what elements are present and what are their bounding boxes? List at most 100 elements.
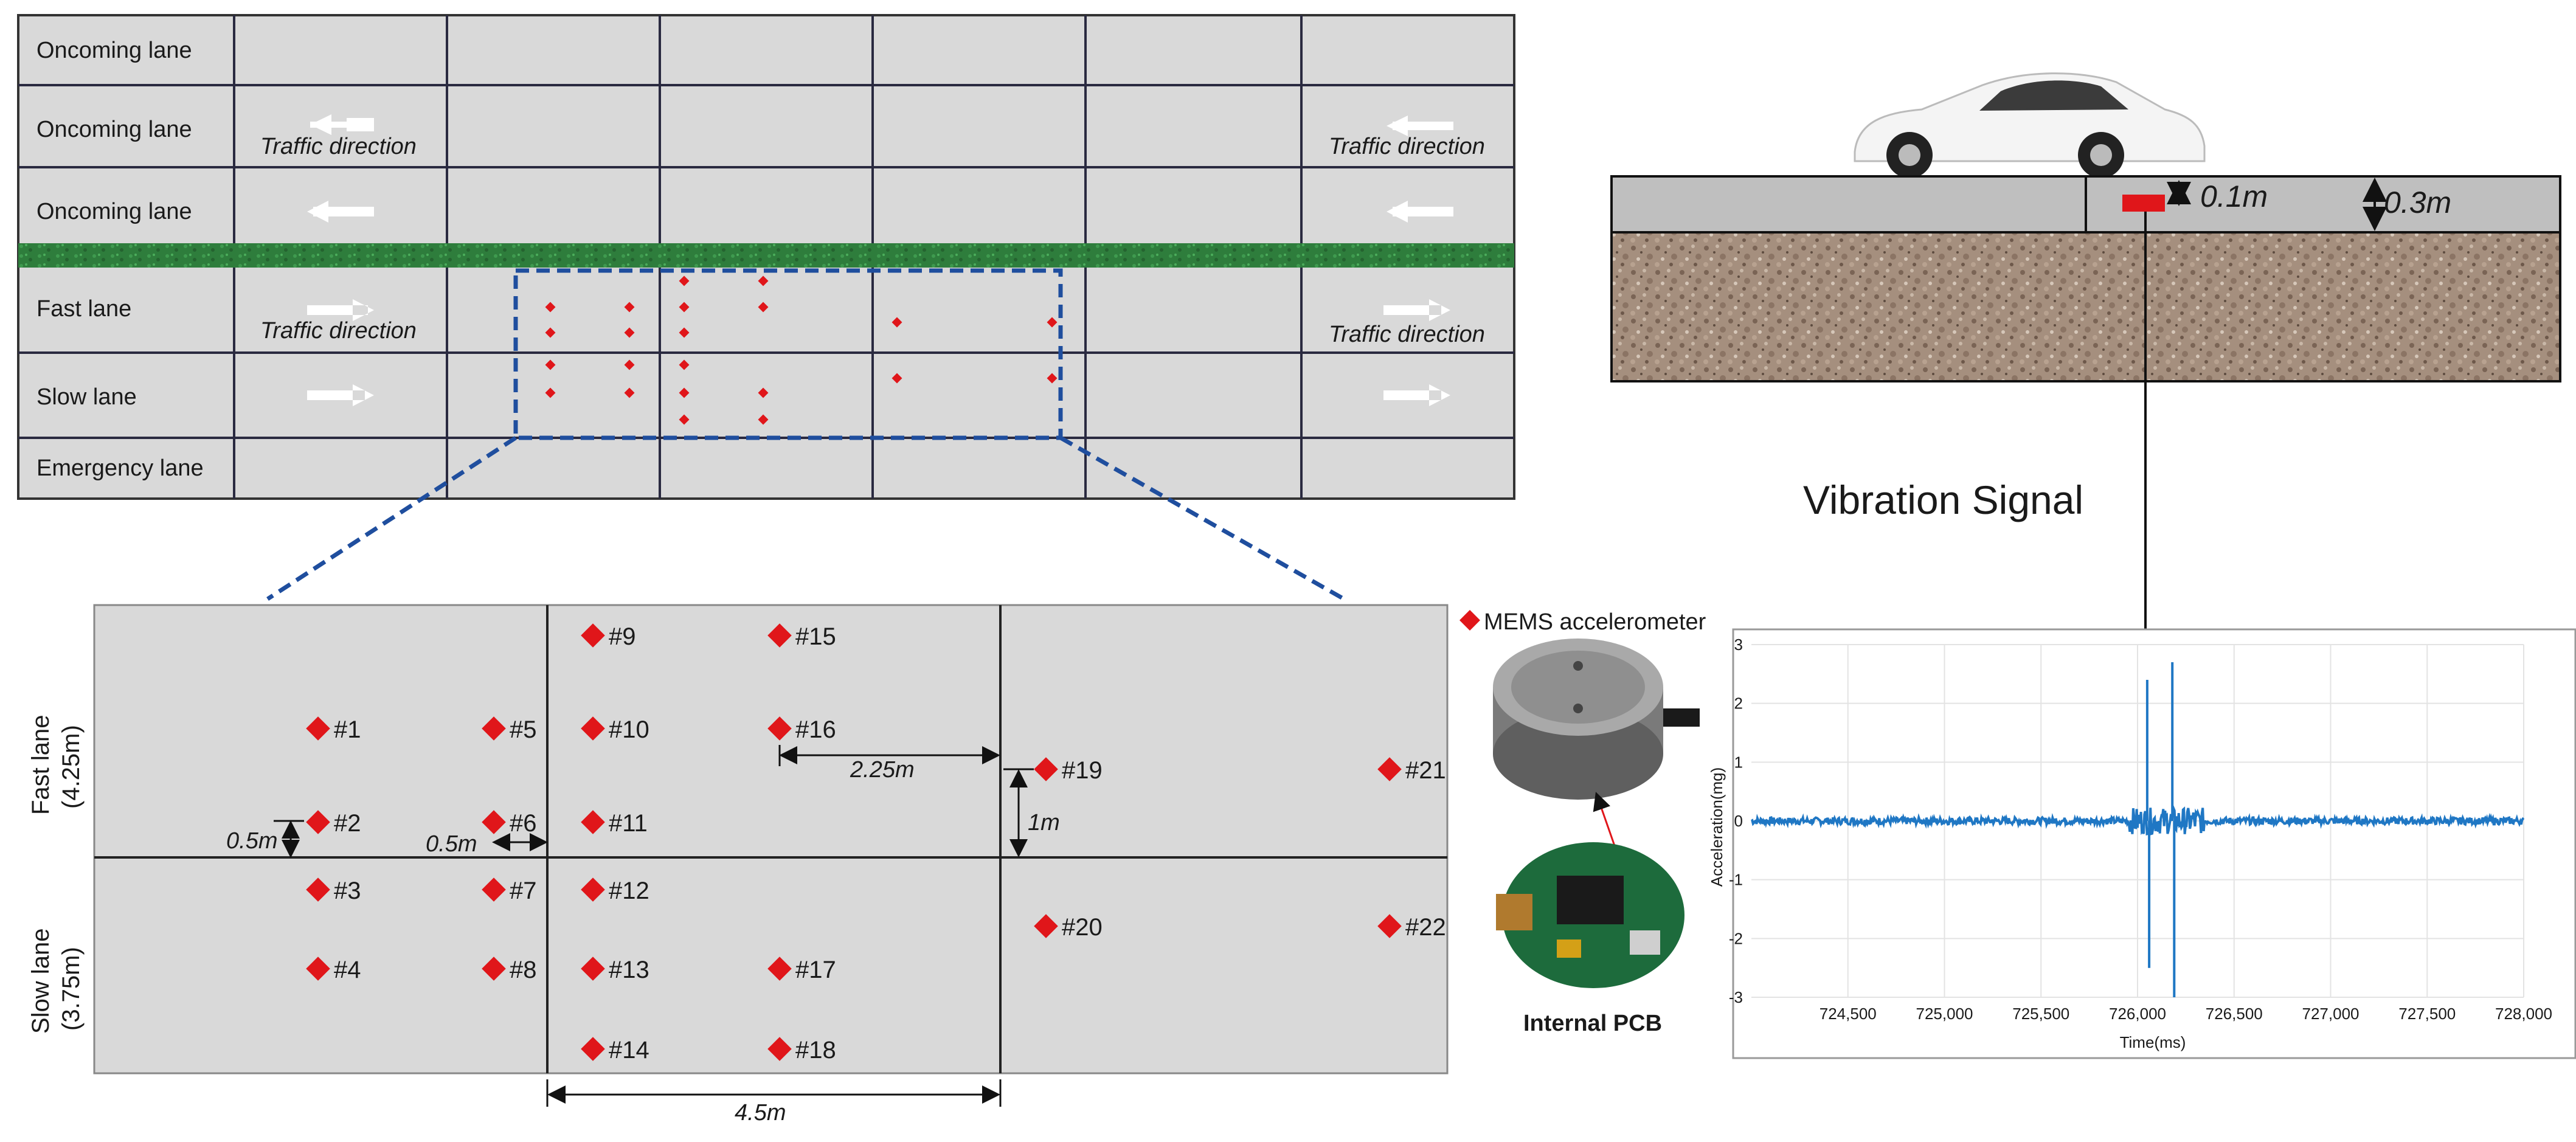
sensor-6: #6 — [482, 810, 537, 837]
pavement-cross-section: 0.1m 0.3m Vibration Signal — [1610, 72, 2561, 629]
sensor-20: #20 — [1034, 914, 1103, 941]
sensor-marker — [482, 877, 506, 902]
arrow-left-icon — [310, 114, 374, 135]
sensor-label: #2 — [334, 810, 361, 837]
x-tick-label: 728,000 — [2495, 1005, 2552, 1023]
sensor-21: #21 — [1377, 757, 1446, 784]
slow-lane-label: Slow lane — [27, 929, 54, 1034]
x-tick-label: 725,500 — [2012, 1005, 2069, 1023]
sensor-9: #9 — [581, 623, 636, 650]
sensor-22: #22 — [1377, 914, 1446, 941]
traffic-direction-label: Traffic direction — [260, 318, 417, 344]
detail-background — [93, 604, 1449, 1075]
dim-1m: 1m — [1028, 810, 1060, 836]
sensor-label: #18 — [795, 1037, 836, 1064]
arrow-right-icon — [307, 299, 374, 321]
subgrade-layer — [1610, 231, 2561, 382]
traffic-direction-label: Traffic direction — [1329, 134, 1485, 159]
sensor-marker — [1034, 757, 1058, 781]
sensor-label: #10 — [609, 716, 649, 743]
sensor-16: #16 — [767, 716, 836, 743]
sensor-10: #10 — [581, 716, 649, 743]
sensor-2: #2 — [306, 810, 361, 837]
dim-2-25m: 2.25m — [850, 757, 915, 783]
sensor-label: #13 — [609, 957, 649, 983]
x-tick-label: 724,500 — [1819, 1005, 1877, 1023]
sensor-label: #12 — [609, 877, 649, 904]
fast-lane-width: (4.25m) — [58, 725, 85, 809]
sensor-marker — [1377, 914, 1402, 938]
sensor-14: #14 — [581, 1037, 649, 1064]
lane-label-oncoming-1: Oncoming lane — [36, 38, 192, 63]
sensor-13: #13 — [581, 957, 649, 983]
x-tick-label: 727,000 — [2302, 1005, 2360, 1023]
median-strip — [18, 243, 1514, 268]
sensor-18: #18 — [767, 1037, 836, 1064]
sensor-marker — [482, 957, 506, 981]
traffic-direction-label: Traffic direction — [1329, 322, 1485, 347]
depth-total-label: 0.3m — [2384, 185, 2451, 220]
legend-sensor-marker — [1459, 610, 1480, 631]
traffic-direction-label: Traffic direction — [260, 134, 417, 159]
sensor-label: #8 — [510, 957, 537, 983]
sensor-marker — [1377, 757, 1402, 781]
sensor-label: #5 — [510, 716, 537, 743]
sensor-label: #4 — [334, 957, 361, 983]
zoom-connector-right — [1059, 435, 1345, 601]
road-plan: Oncoming lane Oncoming lane Oncoming lan… — [17, 14, 1515, 500]
y-tick-label: 2 — [1734, 694, 1743, 713]
dim-4-5m: 4.5m — [735, 1100, 786, 1126]
y-tick-label: 0 — [1734, 812, 1743, 830]
sensor-marker — [581, 716, 605, 741]
sensor-marker — [306, 716, 330, 741]
y-tick-label: -1 — [1729, 871, 1743, 889]
chart-frame — [1732, 628, 2576, 1059]
dim-0-5m-horizontal: 0.5m — [426, 831, 477, 857]
sensor-label: #3 — [334, 877, 361, 904]
arrow-right-icon — [307, 384, 374, 406]
arrow-right-icon — [1383, 299, 1450, 321]
sensor-4: #4 — [306, 957, 361, 983]
sensor-label: #7 — [510, 877, 537, 904]
sensor-marker — [482, 810, 506, 834]
lane-label-fast: Fast lane — [36, 296, 131, 322]
y-tick-label: -3 — [1729, 988, 1743, 1006]
sensor-11: #11 — [581, 810, 648, 837]
fast-lane-label: Fast lane — [27, 715, 54, 815]
sensor-layer: #1 #2 #3 #4 #5 #6 #7 #8 #9 #10 #11 #12 #13 #14 #15 #16 #… — [306, 623, 1446, 1064]
sensor-15: #15 — [767, 623, 836, 650]
pcb-label: Internal PCB — [1523, 1011, 1662, 1036]
depth-small-label: 0.1m — [2200, 179, 2268, 213]
sensor-label: #15 — [795, 623, 836, 650]
sensor-label: #6 — [510, 810, 537, 837]
legend: MEMS accelerometer Internal PCB — [1459, 609, 1706, 1036]
chart-xlabel: Time(ms) — [2120, 1033, 2186, 1051]
x-tick-label: 726,500 — [2206, 1005, 2263, 1023]
slow-lane-width: (3.75m) — [58, 947, 85, 1031]
sensor-marker — [581, 957, 605, 981]
sensor-7: #7 — [482, 877, 537, 904]
y-tick-label: 1 — [1734, 753, 1743, 771]
traffic-arrows — [307, 114, 1453, 406]
vibration-signal-label: Vibration Signal — [1803, 477, 2083, 522]
detail-layout: Fast lane (4.25m) Slow lane (3.75m) #1 #2… — [27, 604, 1449, 1126]
embedded-sensor — [2122, 195, 2165, 212]
lane-label-oncoming-3: Oncoming lane — [36, 199, 192, 224]
sensor-marker — [306, 877, 330, 902]
sensor-marker — [1034, 914, 1058, 938]
sensor-marker — [767, 1037, 792, 1061]
x-tick-label: 727,500 — [2398, 1005, 2456, 1023]
sensor-label: #17 — [795, 957, 836, 983]
sensor-marker — [306, 957, 330, 981]
sensor-marker — [581, 1037, 605, 1061]
y-tick-label: -2 — [1729, 929, 1743, 947]
sensor-label: #19 — [1062, 757, 1103, 784]
sensor-marker — [581, 877, 605, 902]
accelerometer-icon — [1493, 638, 1700, 800]
car-icon — [1854, 72, 2206, 178]
sensor-label: #20 — [1062, 914, 1103, 941]
dim-0-5m-vertical: 0.5m — [226, 828, 277, 854]
sensor-label: #1 — [334, 716, 361, 743]
sensor-marker — [306, 810, 330, 834]
